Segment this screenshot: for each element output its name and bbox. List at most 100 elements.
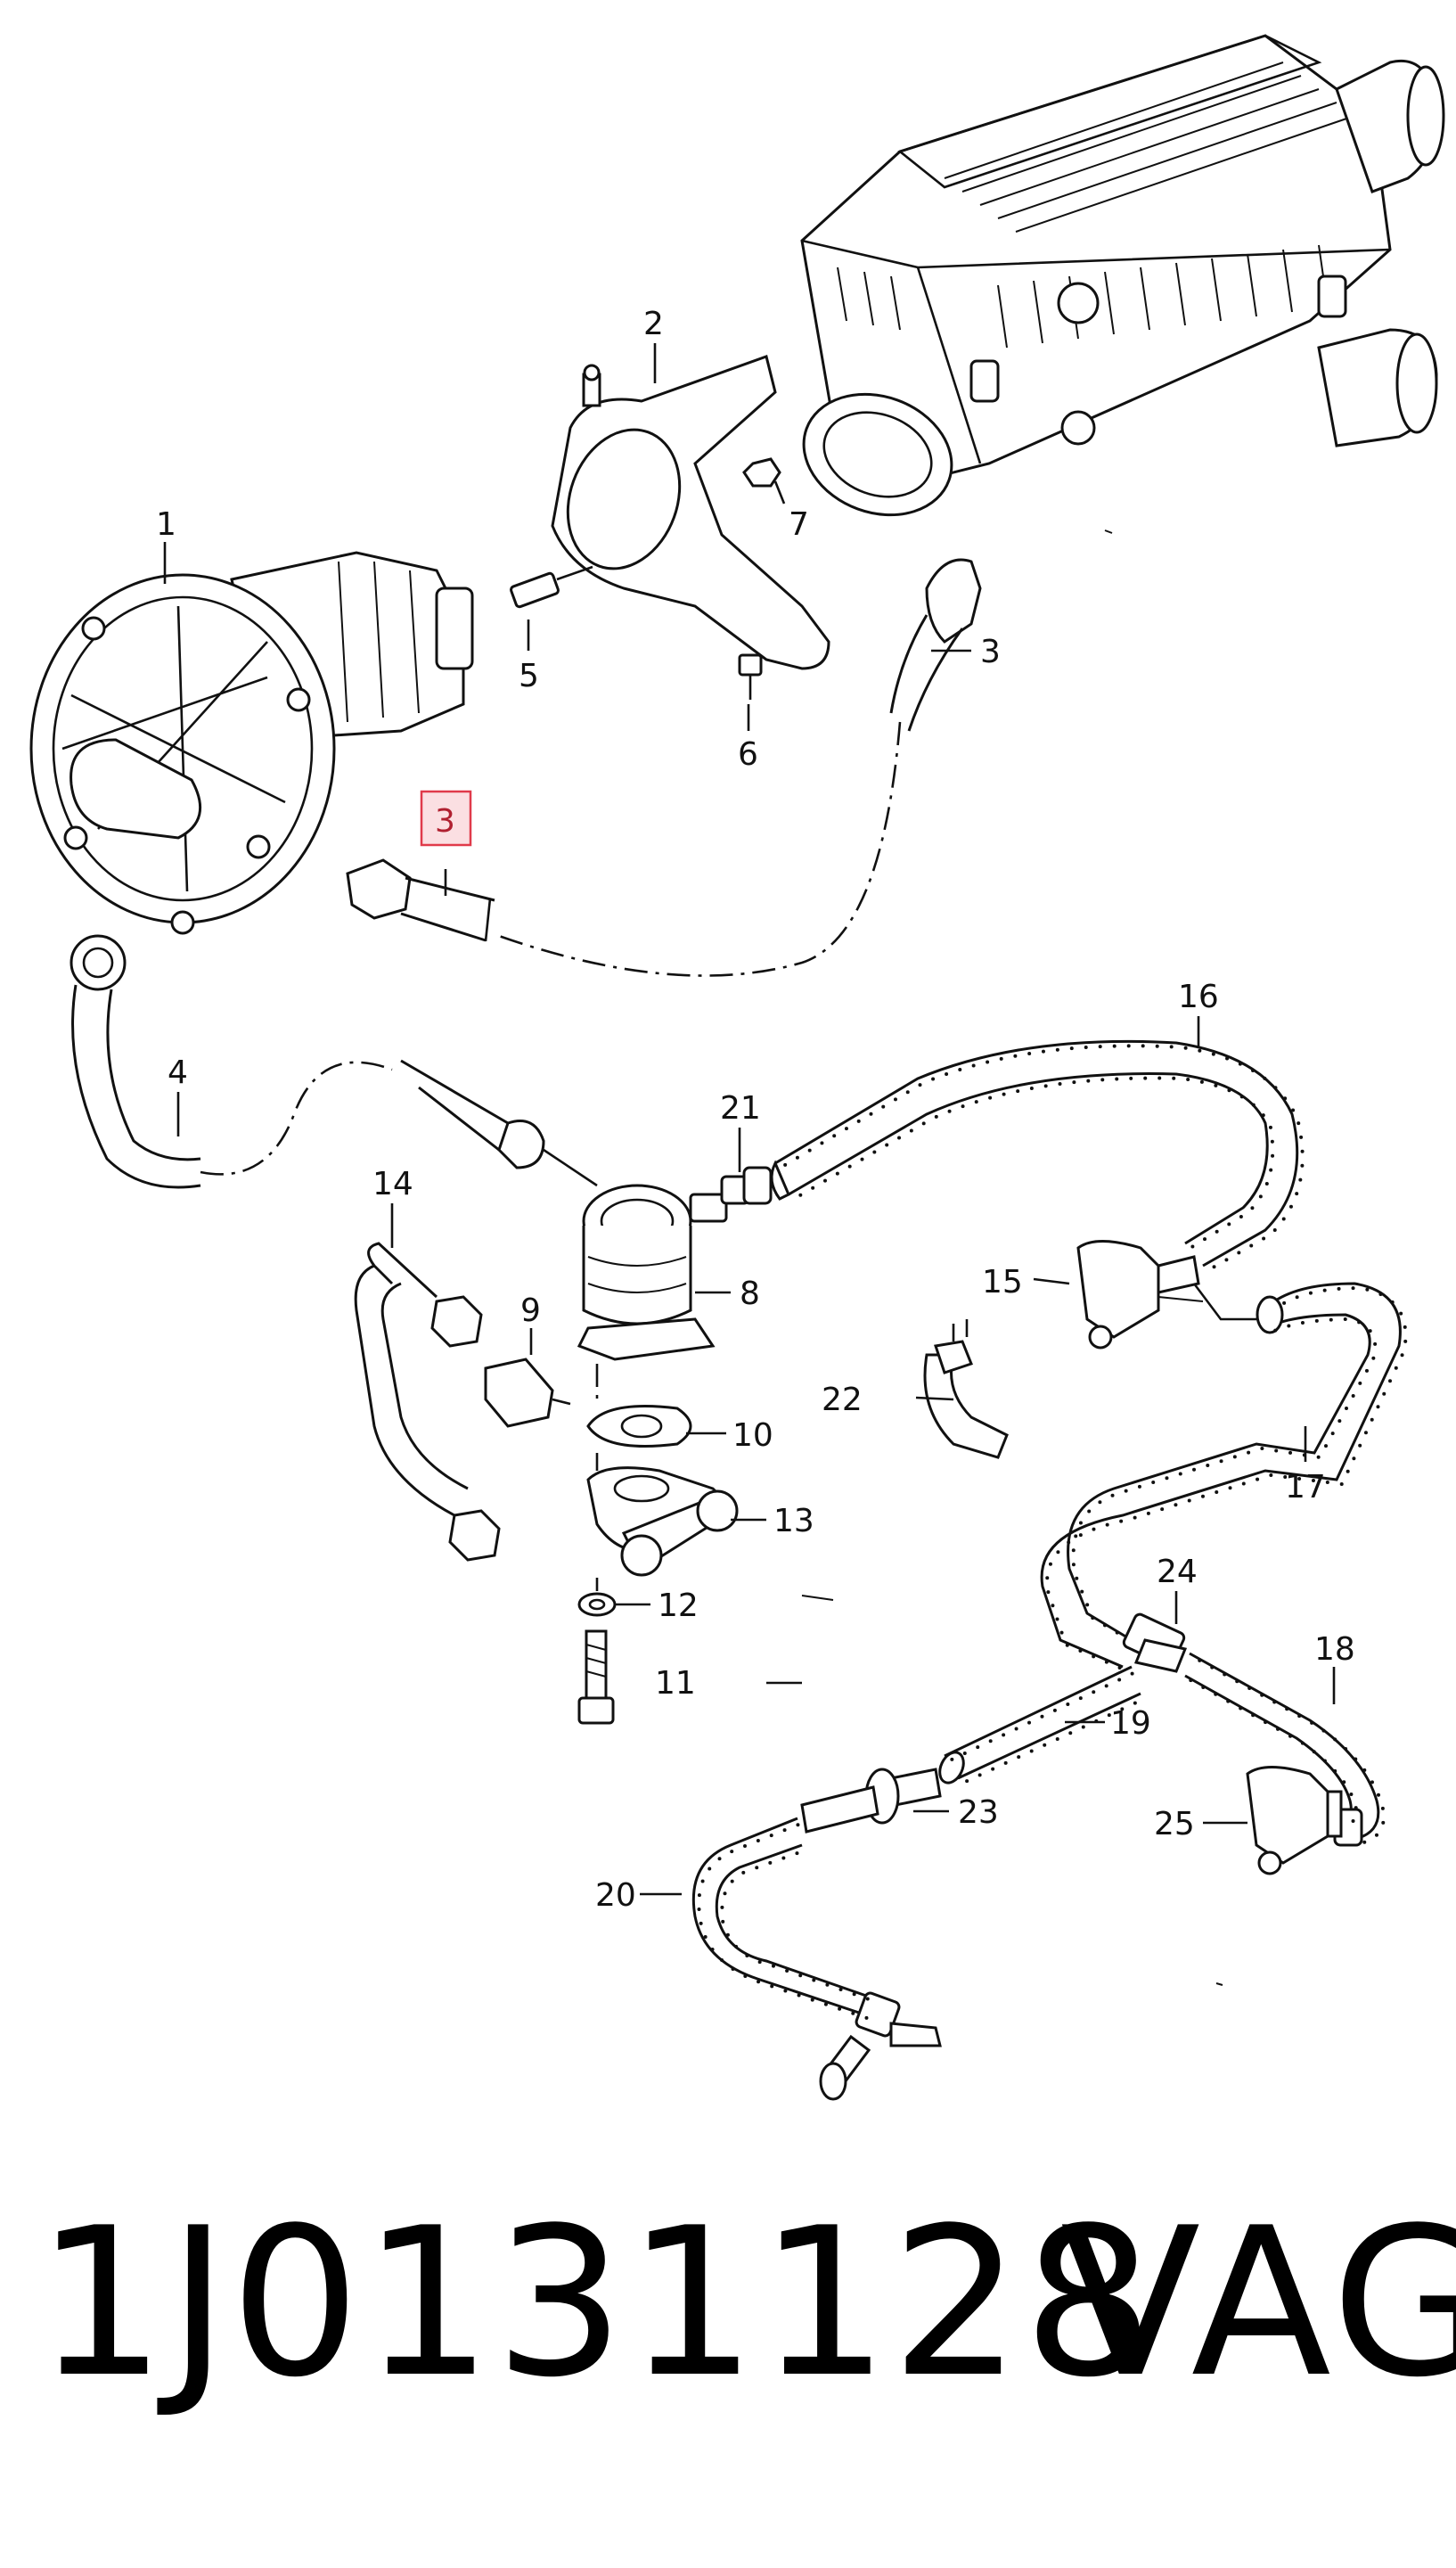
hose-texture-dot (1215, 1489, 1219, 1494)
callout-4: 4 (168, 1054, 188, 1091)
hose-texture-dot (986, 1060, 990, 1064)
callout-5: 5 (519, 658, 539, 694)
vacuum-hose-17 (1040, 1282, 1408, 1670)
hose-texture-dot (905, 1090, 910, 1095)
hose-texture-dot (1069, 1046, 1074, 1051)
hose-texture-dot (700, 1879, 705, 1883)
hose-texture-dot (1215, 1229, 1219, 1234)
hose-texture-dot (1297, 1714, 1302, 1719)
hose-texture-dot (1186, 1077, 1190, 1081)
hose-texture-dot (1394, 1366, 1398, 1370)
hose-texture-dot (1376, 1405, 1380, 1409)
hose-texture-dot (1251, 1713, 1256, 1718)
hose-texture-dot (795, 1155, 799, 1160)
hose-texture-dot (1051, 1604, 1055, 1608)
hose-texture-dot (1378, 1292, 1383, 1297)
hose-texture-dot (1269, 1473, 1273, 1478)
solenoid-valve-25 (1246, 1766, 1343, 1875)
hose-texture-dot (1310, 1720, 1314, 1725)
hose-texture-dot (723, 1891, 727, 1896)
hose-texture-dot (852, 1992, 856, 1997)
hose-texture-dot (1052, 1708, 1057, 1712)
callout-17: 17 (1285, 1469, 1326, 1506)
hose-texture-dot (1043, 1084, 1048, 1088)
hose-texture-dot (1251, 1103, 1256, 1107)
combination-valve (543, 1148, 728, 1361)
hose-texture-dot (820, 1141, 824, 1145)
hose-texture-dot (757, 1980, 761, 1984)
hose-texture-dot (1358, 1443, 1362, 1448)
hose-texture-dot (1155, 1044, 1159, 1048)
hose-texture-dot (1282, 1300, 1287, 1305)
hose-texture-dot (1013, 1054, 1018, 1058)
part-number: 1J0131128 (36, 2185, 1156, 2423)
hose-texture-dot (1346, 1469, 1350, 1473)
hose-texture-dot (950, 1757, 954, 1761)
hose-texture-dot (1380, 1806, 1385, 1810)
hose-texture-dot (1300, 1163, 1305, 1168)
hose-texture-dot (807, 1148, 812, 1153)
hose-texture-dot (1374, 1833, 1378, 1837)
hose-texture-dot (1227, 1222, 1231, 1227)
hose-texture-dot (1080, 1589, 1084, 1594)
hose-texture-dot (881, 1104, 886, 1109)
hose-texture-dot (844, 1127, 848, 1131)
hose-texture-dot (1273, 1086, 1278, 1090)
hose-texture-dot (1040, 1714, 1044, 1719)
hose-texture-dot (730, 1879, 734, 1883)
hose-texture-dot (1298, 1177, 1303, 1182)
hose-texture-dot (1081, 1725, 1085, 1729)
callout-16: 16 (1178, 979, 1219, 1015)
hose-texture-dot (1269, 1168, 1273, 1172)
hose-texture-dot (1098, 1045, 1102, 1049)
hose-texture-dot (1078, 1533, 1083, 1538)
hose-texture-dot (1157, 1076, 1162, 1080)
hose-texture-dot (1017, 1755, 1021, 1760)
hose-texture-dot (1178, 1472, 1182, 1476)
hose-texture-dot (1300, 1149, 1305, 1153)
hose-texture-dot (1264, 1181, 1269, 1186)
hose-texture-dot (1223, 1672, 1227, 1677)
hose-texture-dot (1214, 1692, 1218, 1696)
gasket (586, 1405, 692, 1448)
hose-texture-dot (1368, 1329, 1372, 1333)
hose-texture-dot (1115, 1077, 1119, 1081)
hose-texture-dot (1201, 1685, 1206, 1689)
hose-texture-dot (1119, 1519, 1124, 1523)
hose-texture-dot (798, 1193, 803, 1197)
hose-texture-dot (1371, 1356, 1376, 1360)
hose-texture-dot (1249, 1243, 1254, 1248)
hose-texture-dot (1115, 1630, 1119, 1635)
hose-texture-dot (1239, 1706, 1243, 1711)
connecting-flange (586, 1466, 739, 1577)
t-piece (1122, 1612, 1188, 1673)
callout-24: 24 (1157, 1554, 1198, 1590)
hose-texture-dot (1232, 1455, 1237, 1459)
hose-texture-dot (947, 1109, 952, 1113)
hose-texture-dot (1381, 1820, 1386, 1825)
hose-texture-dot (1102, 1623, 1107, 1628)
hose-texture-dot (823, 2002, 828, 2006)
hose-texture-dot (1247, 1686, 1252, 1690)
hose-texture-dot (1085, 1603, 1090, 1607)
hose-texture-dot (1337, 1286, 1341, 1291)
hose-texture-dot (832, 1134, 837, 1138)
hose-texture-dot (1120, 1707, 1125, 1711)
hose-texture-dot (1029, 1087, 1034, 1091)
callout-12: 12 (658, 1588, 699, 1624)
hose-texture-dot (1258, 1194, 1263, 1199)
air-hose (70, 934, 545, 1189)
hose-texture-dot (1329, 1317, 1333, 1322)
hose-texture-dot (1107, 1713, 1111, 1718)
hose-texture-dot (1055, 1047, 1059, 1052)
hose-texture-dot (961, 1104, 965, 1109)
hose-texture-dot (918, 1083, 922, 1087)
hose-texture-dot (1027, 1051, 1032, 1055)
hose-texture-dot (1351, 1818, 1355, 1823)
hose-texture-dot (1272, 1227, 1277, 1232)
hose-texture-dot (869, 1112, 873, 1116)
hose-texture-dot (1146, 1511, 1150, 1515)
hose-texture-dot (1308, 1291, 1313, 1295)
hose-texture-dot (1124, 1489, 1128, 1493)
hose-texture-dot (1250, 1206, 1255, 1210)
